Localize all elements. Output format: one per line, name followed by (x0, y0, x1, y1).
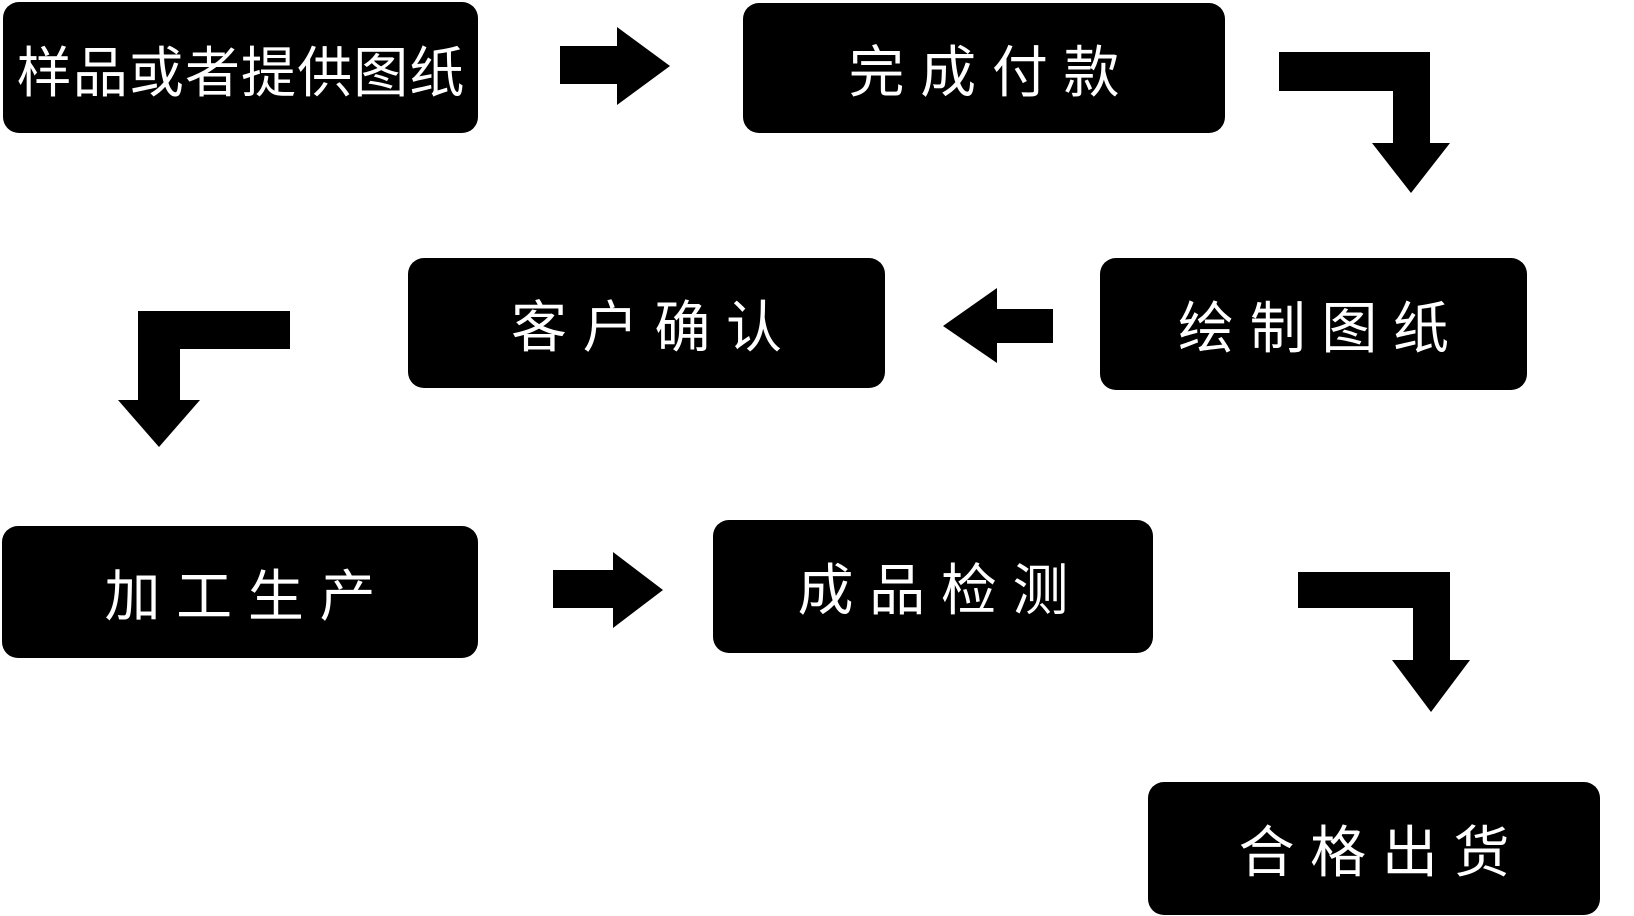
flow-node-draw-drawings: 绘制图纸 (1100, 258, 1527, 390)
flow-node-label: 绘制图纸 (1177, 296, 1465, 362)
arrow-produce-to-inspect-icon (553, 552, 663, 628)
arrow-confirm-to-produce-icon (118, 311, 290, 447)
flow-node-label: 合格出货 (1238, 821, 1526, 886)
flow-node-customer-confirm: 客户确认 (408, 258, 885, 388)
flow-node-label: 加工生产 (104, 564, 392, 630)
arrow-inspect-to-ship-icon (1298, 572, 1470, 712)
flow-node-sample-or-drawing: 样品或者提供图纸 (3, 2, 478, 133)
flow-node-label: 成品检测 (797, 559, 1085, 624)
flow-node-label: 完成付款 (848, 40, 1136, 106)
arrow-draw-to-confirm-icon (943, 288, 1053, 363)
flow-node-label: 样品或者提供图纸 (16, 40, 466, 105)
flow-node-finished-product-inspection: 成品检测 (713, 520, 1153, 653)
flow-node-qualified-shipment: 合格出货 (1148, 782, 1600, 915)
flow-node-processing-production: 加工生产 (2, 526, 478, 658)
flow-node-label: 客户确认 (510, 295, 798, 361)
flow-node-complete-payment: 完成付款 (743, 3, 1225, 133)
arrow-sample-to-payment-icon (560, 27, 670, 105)
arrow-payment-to-draw-icon (1279, 52, 1450, 193)
